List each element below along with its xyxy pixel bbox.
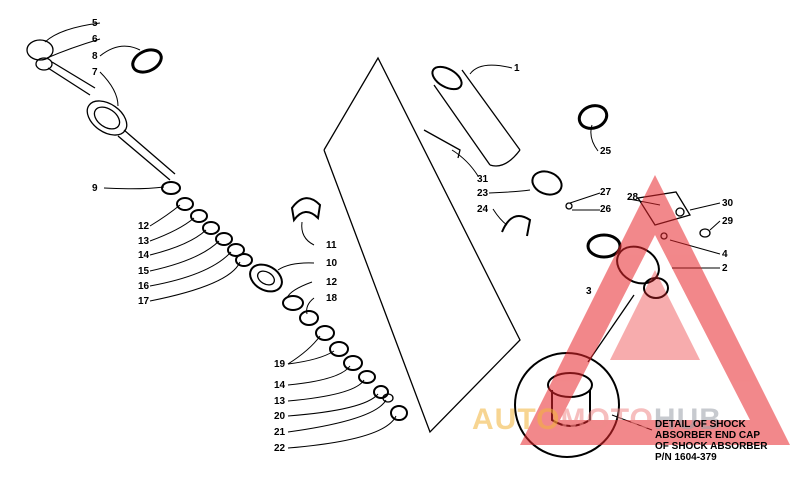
piston-washer-stack-upper xyxy=(161,181,253,267)
detail-note-line-4: P/N 1604-379 xyxy=(655,452,717,463)
callout-21: 21 xyxy=(274,427,286,438)
callout-2: 2 xyxy=(722,263,728,274)
callout-9: 9 xyxy=(92,183,98,194)
watermark-triangle-logo xyxy=(520,175,790,445)
callout-25: 25 xyxy=(600,146,612,157)
callout-12-upper: 12 xyxy=(138,221,150,232)
callout-26: 26 xyxy=(600,204,612,215)
callout-7: 7 xyxy=(92,67,98,78)
assembly-bracket-lines xyxy=(323,56,521,434)
callout-30: 30 xyxy=(722,198,734,209)
callout-5: 5 xyxy=(92,18,98,29)
callout-14-upper: 14 xyxy=(138,250,150,261)
callout-19: 19 xyxy=(274,359,286,370)
callout-24: 24 xyxy=(477,204,489,215)
detail-note-line-2: ABSORBER END CAP xyxy=(655,430,761,441)
callout-28: 28 xyxy=(627,192,639,203)
callout-8: 8 xyxy=(92,51,98,62)
callout-1: 1 xyxy=(514,63,520,74)
cylinder-seals xyxy=(501,104,609,237)
callout-20: 20 xyxy=(274,411,286,422)
callout-18: 18 xyxy=(326,293,338,304)
callout-11: 11 xyxy=(326,240,337,251)
piston-assembly xyxy=(249,197,322,293)
callout-4: 4 xyxy=(722,249,728,260)
callout-3: 3 xyxy=(586,286,592,297)
watermark-part-hub: HUB xyxy=(653,403,722,436)
callout-27: 27 xyxy=(600,187,612,198)
watermark-text: AUTOMOTOHUB xyxy=(472,403,722,437)
watermark-part-moto: MOTO xyxy=(560,403,654,436)
callout-13-upper: 13 xyxy=(138,236,150,247)
detail-note-line-1: DETAIL OF SHOCK xyxy=(655,419,746,430)
callout-15: 15 xyxy=(138,266,150,277)
callout-16: 16 xyxy=(138,281,150,292)
shock-body-cylinder xyxy=(423,65,521,167)
callout-12-lower: 12 xyxy=(326,277,338,288)
callout-22: 22 xyxy=(274,443,286,454)
callout-13-lower: 13 xyxy=(274,396,286,407)
piston-washer-stack-lower xyxy=(282,295,408,421)
callout-10: 10 xyxy=(326,258,338,269)
detail-note-line-3: OF SHOCK ABSORBER xyxy=(655,441,768,452)
callout-31: 31 xyxy=(477,174,489,185)
callout-14-lower: 14 xyxy=(274,380,286,391)
shock-shaft-assembly xyxy=(26,39,176,181)
detail-note: DETAIL OF SHOCK ABSORBER END CAP OF SHOC… xyxy=(655,419,767,463)
callout-17: 17 xyxy=(138,296,150,307)
callout-29: 29 xyxy=(722,216,734,227)
watermark-part-auto: AUTO xyxy=(472,403,561,436)
callout-6: 6 xyxy=(92,34,98,45)
callout-23: 23 xyxy=(477,188,489,199)
